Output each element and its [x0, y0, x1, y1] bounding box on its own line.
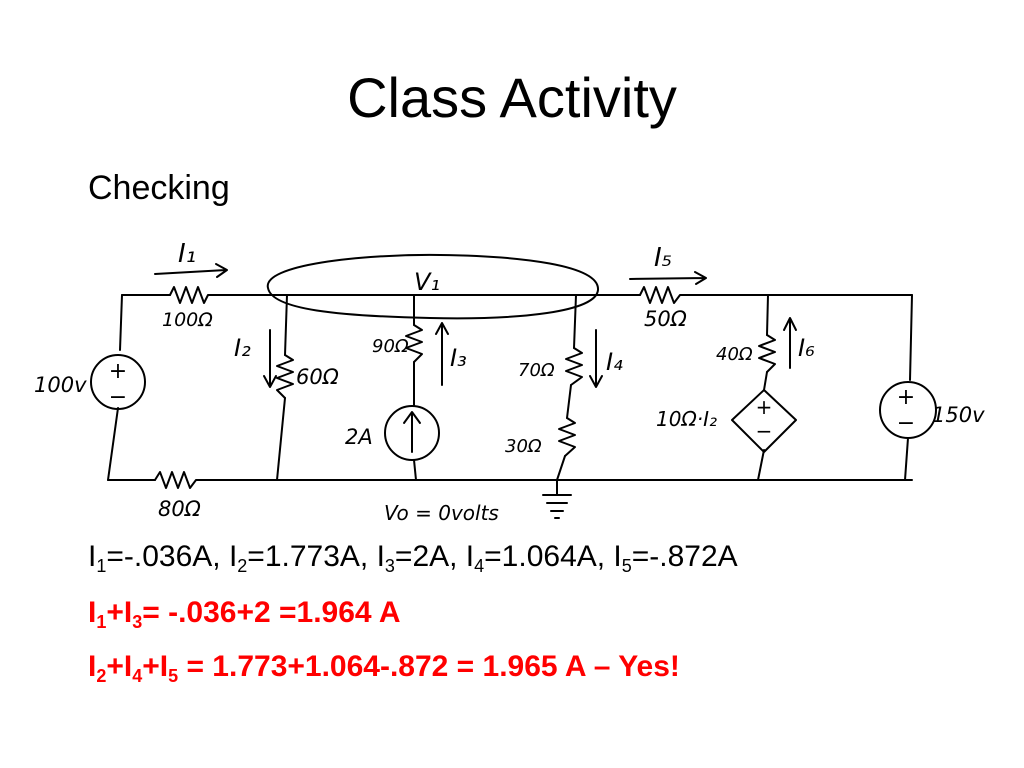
label-r100: 100Ω [162, 309, 213, 331]
text-run: I [88, 540, 97, 573]
branch-70-wire [556, 294, 577, 481]
text-run: =1.064A, I [484, 540, 622, 573]
results-currents: I1=-.036A, I2=1.773A, I3=2A, I4=1.064A, … [88, 538, 738, 576]
label-r60: 60Ω [296, 365, 339, 389]
resistor-40-symbol [758, 334, 776, 373]
ground-symbol [542, 479, 572, 519]
label-r40: 40Ω [716, 344, 753, 365]
text-run: +I [106, 596, 133, 629]
text-run: +I [106, 650, 133, 683]
label-r50: 50Ω [644, 307, 687, 331]
arrow-i1-icon [154, 263, 228, 278]
check-node-sum-in: I1+I3= -.036+2 =1.964 A [88, 594, 401, 632]
label-r30: 30Ω [505, 436, 542, 457]
branch-40-wire [757, 294, 769, 481]
v100-plus-label: + [109, 359, 127, 384]
text-run: I [88, 650, 97, 683]
resistor-90-symbol [405, 324, 423, 363]
slide-subtitle: Checking [88, 169, 230, 207]
label-i3: I₃ [450, 344, 467, 372]
label-v150: 150v [932, 403, 985, 427]
subscript: 3 [132, 612, 143, 632]
v150-minus-label: − [897, 411, 915, 436]
v150-plus-label: + [897, 385, 915, 410]
text-run: +I [142, 650, 169, 683]
v100-minus-label: − [109, 385, 127, 410]
voltage-source-150v-symbol [879, 381, 937, 439]
dependent-source-symbol [731, 389, 797, 453]
label-dep: 10Ω·I₂ [656, 407, 717, 431]
label-r80: 80Ω [158, 497, 201, 521]
current-source-2a-symbol [384, 405, 440, 461]
resistor-30-symbol [558, 417, 576, 457]
text-run: = -.036+2 =1.964 A [142, 596, 401, 629]
slide-title: Class Activity [347, 66, 677, 129]
text-run: =-.872A [631, 540, 738, 573]
dep-plus-label: + [756, 395, 773, 419]
label-v1: V₁ [414, 268, 440, 296]
label-cs2a: 2A [345, 425, 373, 449]
text-run: I [88, 596, 97, 629]
voltage-source-100v-symbol [90, 354, 146, 410]
label-i2: I₂ [234, 334, 251, 362]
subscript: 2 [96, 666, 107, 686]
arrow-i5-icon [629, 271, 707, 285]
resistor-70-symbol [565, 347, 583, 386]
dep-minus-label: − [756, 419, 773, 443]
resistor-60-symbol [276, 354, 294, 399]
resistor-80-symbol [154, 471, 201, 489]
label-i6: I₆ [798, 334, 815, 362]
text-run: =-.036A, I [106, 540, 238, 573]
label-r90: 90Ω [372, 336, 409, 357]
arrow-i3-icon [435, 322, 449, 386]
check-node-sum-out: I2+I4+I5 = 1.773+1.064-.872 = 1.965 A – … [88, 648, 680, 686]
text-run: = 1.773+1.064-.872 = 1.965 A – Yes! [178, 650, 680, 683]
arrow-i2-icon [263, 329, 277, 388]
text-run: =1.773A, I [247, 540, 385, 573]
branch-90-wire [413, 294, 417, 481]
subscript: 2 [237, 556, 248, 576]
current-source-arrow-icon [403, 411, 421, 453]
label-vo: Vo = 0volts [384, 501, 499, 525]
resistor-100-symbol [169, 286, 213, 304]
subscript: 1 [96, 556, 107, 576]
node-v1-ellipse [266, 253, 600, 320]
label-i1: I₁ [178, 239, 196, 269]
arrow-i6-icon [783, 317, 797, 369]
subscript: 4 [474, 556, 485, 576]
subscript: 5 [168, 666, 179, 686]
subscript: 5 [621, 556, 632, 576]
subscript: 3 [384, 556, 395, 576]
label-i4: I₄ [606, 348, 623, 376]
label-v100: 100v [34, 373, 87, 397]
resistor-50-symbol [639, 286, 687, 304]
right-branch-wire [904, 294, 913, 481]
subscript: 4 [132, 666, 143, 686]
subscript: 1 [96, 612, 107, 632]
branch-60-wire [276, 294, 288, 481]
left-branch-wire [107, 294, 123, 481]
text-run: =2A, I [394, 540, 475, 573]
label-i5: I₅ [654, 243, 672, 273]
label-r70: 70Ω [518, 360, 555, 381]
arrow-i4-icon [589, 329, 603, 388]
